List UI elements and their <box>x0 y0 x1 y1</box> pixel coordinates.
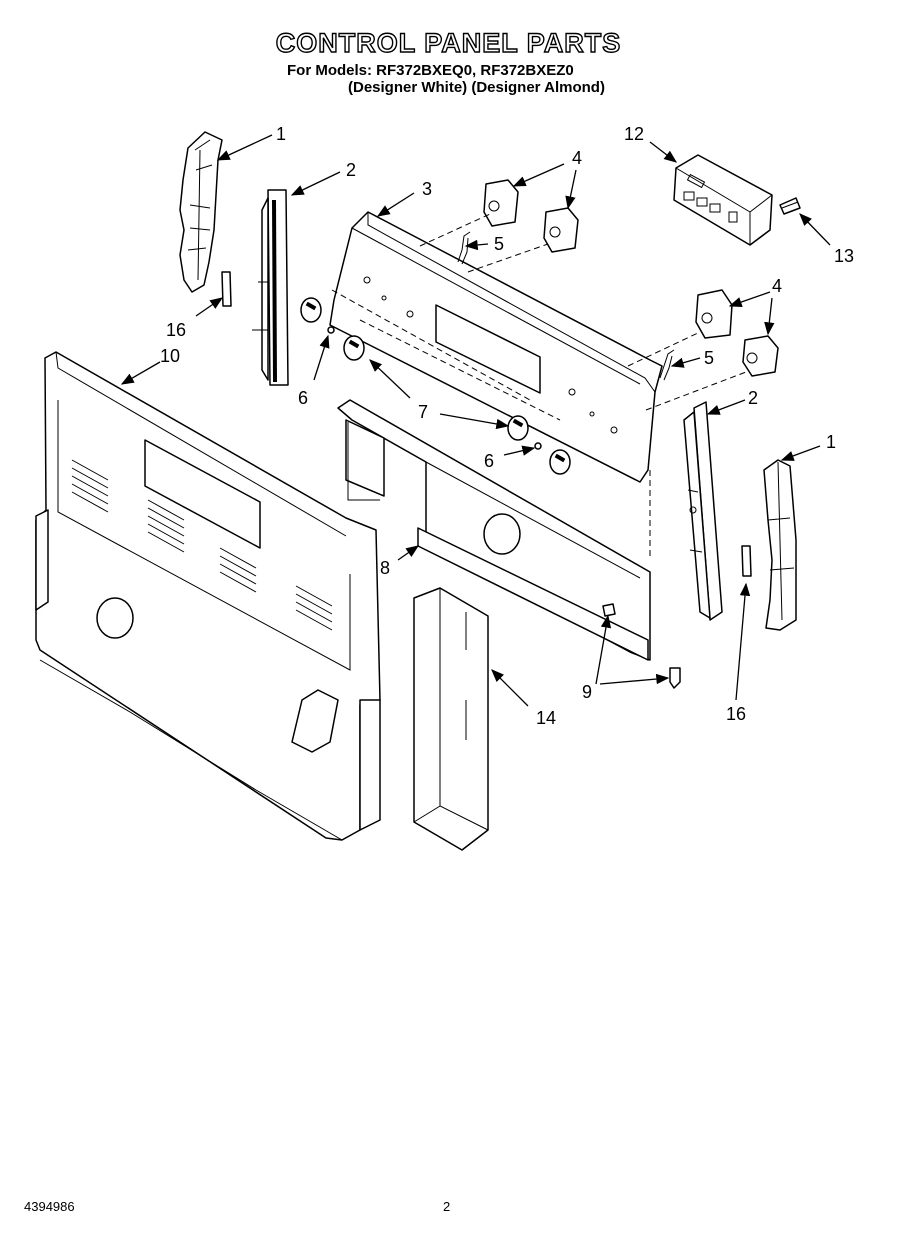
callout-7: 7 <box>418 402 428 422</box>
callout-4-right: 4 <box>772 276 782 296</box>
vent-slots <box>71 459 333 631</box>
part-2-left-side-bracket <box>252 189 289 386</box>
callout-8: 8 <box>380 558 390 578</box>
part-2-right-side-bracket <box>683 401 723 621</box>
part-13-screw <box>779 197 801 215</box>
callout-10: 10 <box>160 346 180 366</box>
callout-16-right: 16 <box>726 704 746 724</box>
callout-6-left: 6 <box>298 388 308 408</box>
callout-9: 9 <box>582 682 592 702</box>
part-8-rear-panel <box>337 399 651 661</box>
document-number: 4394986 <box>24 1199 75 1214</box>
callout-2-left: 2 <box>346 160 356 180</box>
part-16-left-clip <box>221 271 232 307</box>
part-16-right-clip <box>741 545 752 577</box>
part-1-left-end-cap <box>179 131 223 293</box>
part-10-back-panel <box>35 351 381 841</box>
callout-14: 14 <box>536 708 556 728</box>
part-14-side-channel <box>413 587 489 851</box>
callout-16-left: 16 <box>166 320 186 340</box>
variants-line: (Designer White) (Designer Almond) <box>348 79 605 96</box>
leader-lines <box>120 134 831 707</box>
callout-6-right: 6 <box>484 451 494 471</box>
part-7-knobs <box>300 297 571 475</box>
callout-13: 13 <box>834 246 854 266</box>
part-9-screws <box>602 603 681 689</box>
callout-12: 12 <box>624 124 644 144</box>
part-12-display-module <box>673 154 773 246</box>
assembly-guide-lines <box>331 213 747 560</box>
page-title: CONTROL PANEL PARTS <box>275 27 622 58</box>
part-3-control-panel <box>329 211 663 483</box>
callout-4-top: 4 <box>572 148 582 168</box>
page-number: 2 <box>443 1199 451 1214</box>
models-line: For Models: RF372BXEQ0, RF372BXEZ0 <box>287 62 574 79</box>
part-4-switches <box>483 179 779 377</box>
callout-1-right: 1 <box>826 432 836 452</box>
callout-3: 3 <box>422 179 432 199</box>
callout-1-left: 1 <box>276 124 286 144</box>
callout-2-right: 2 <box>748 388 758 408</box>
part-1-right-end-cap <box>763 459 797 631</box>
callout-5-top: 5 <box>494 234 504 254</box>
callout-5-right: 5 <box>704 348 714 368</box>
callout-labels: 1 2 3 4 4 5 5 6 6 7 8 9 10 12 13 14 16 1… <box>160 124 854 728</box>
